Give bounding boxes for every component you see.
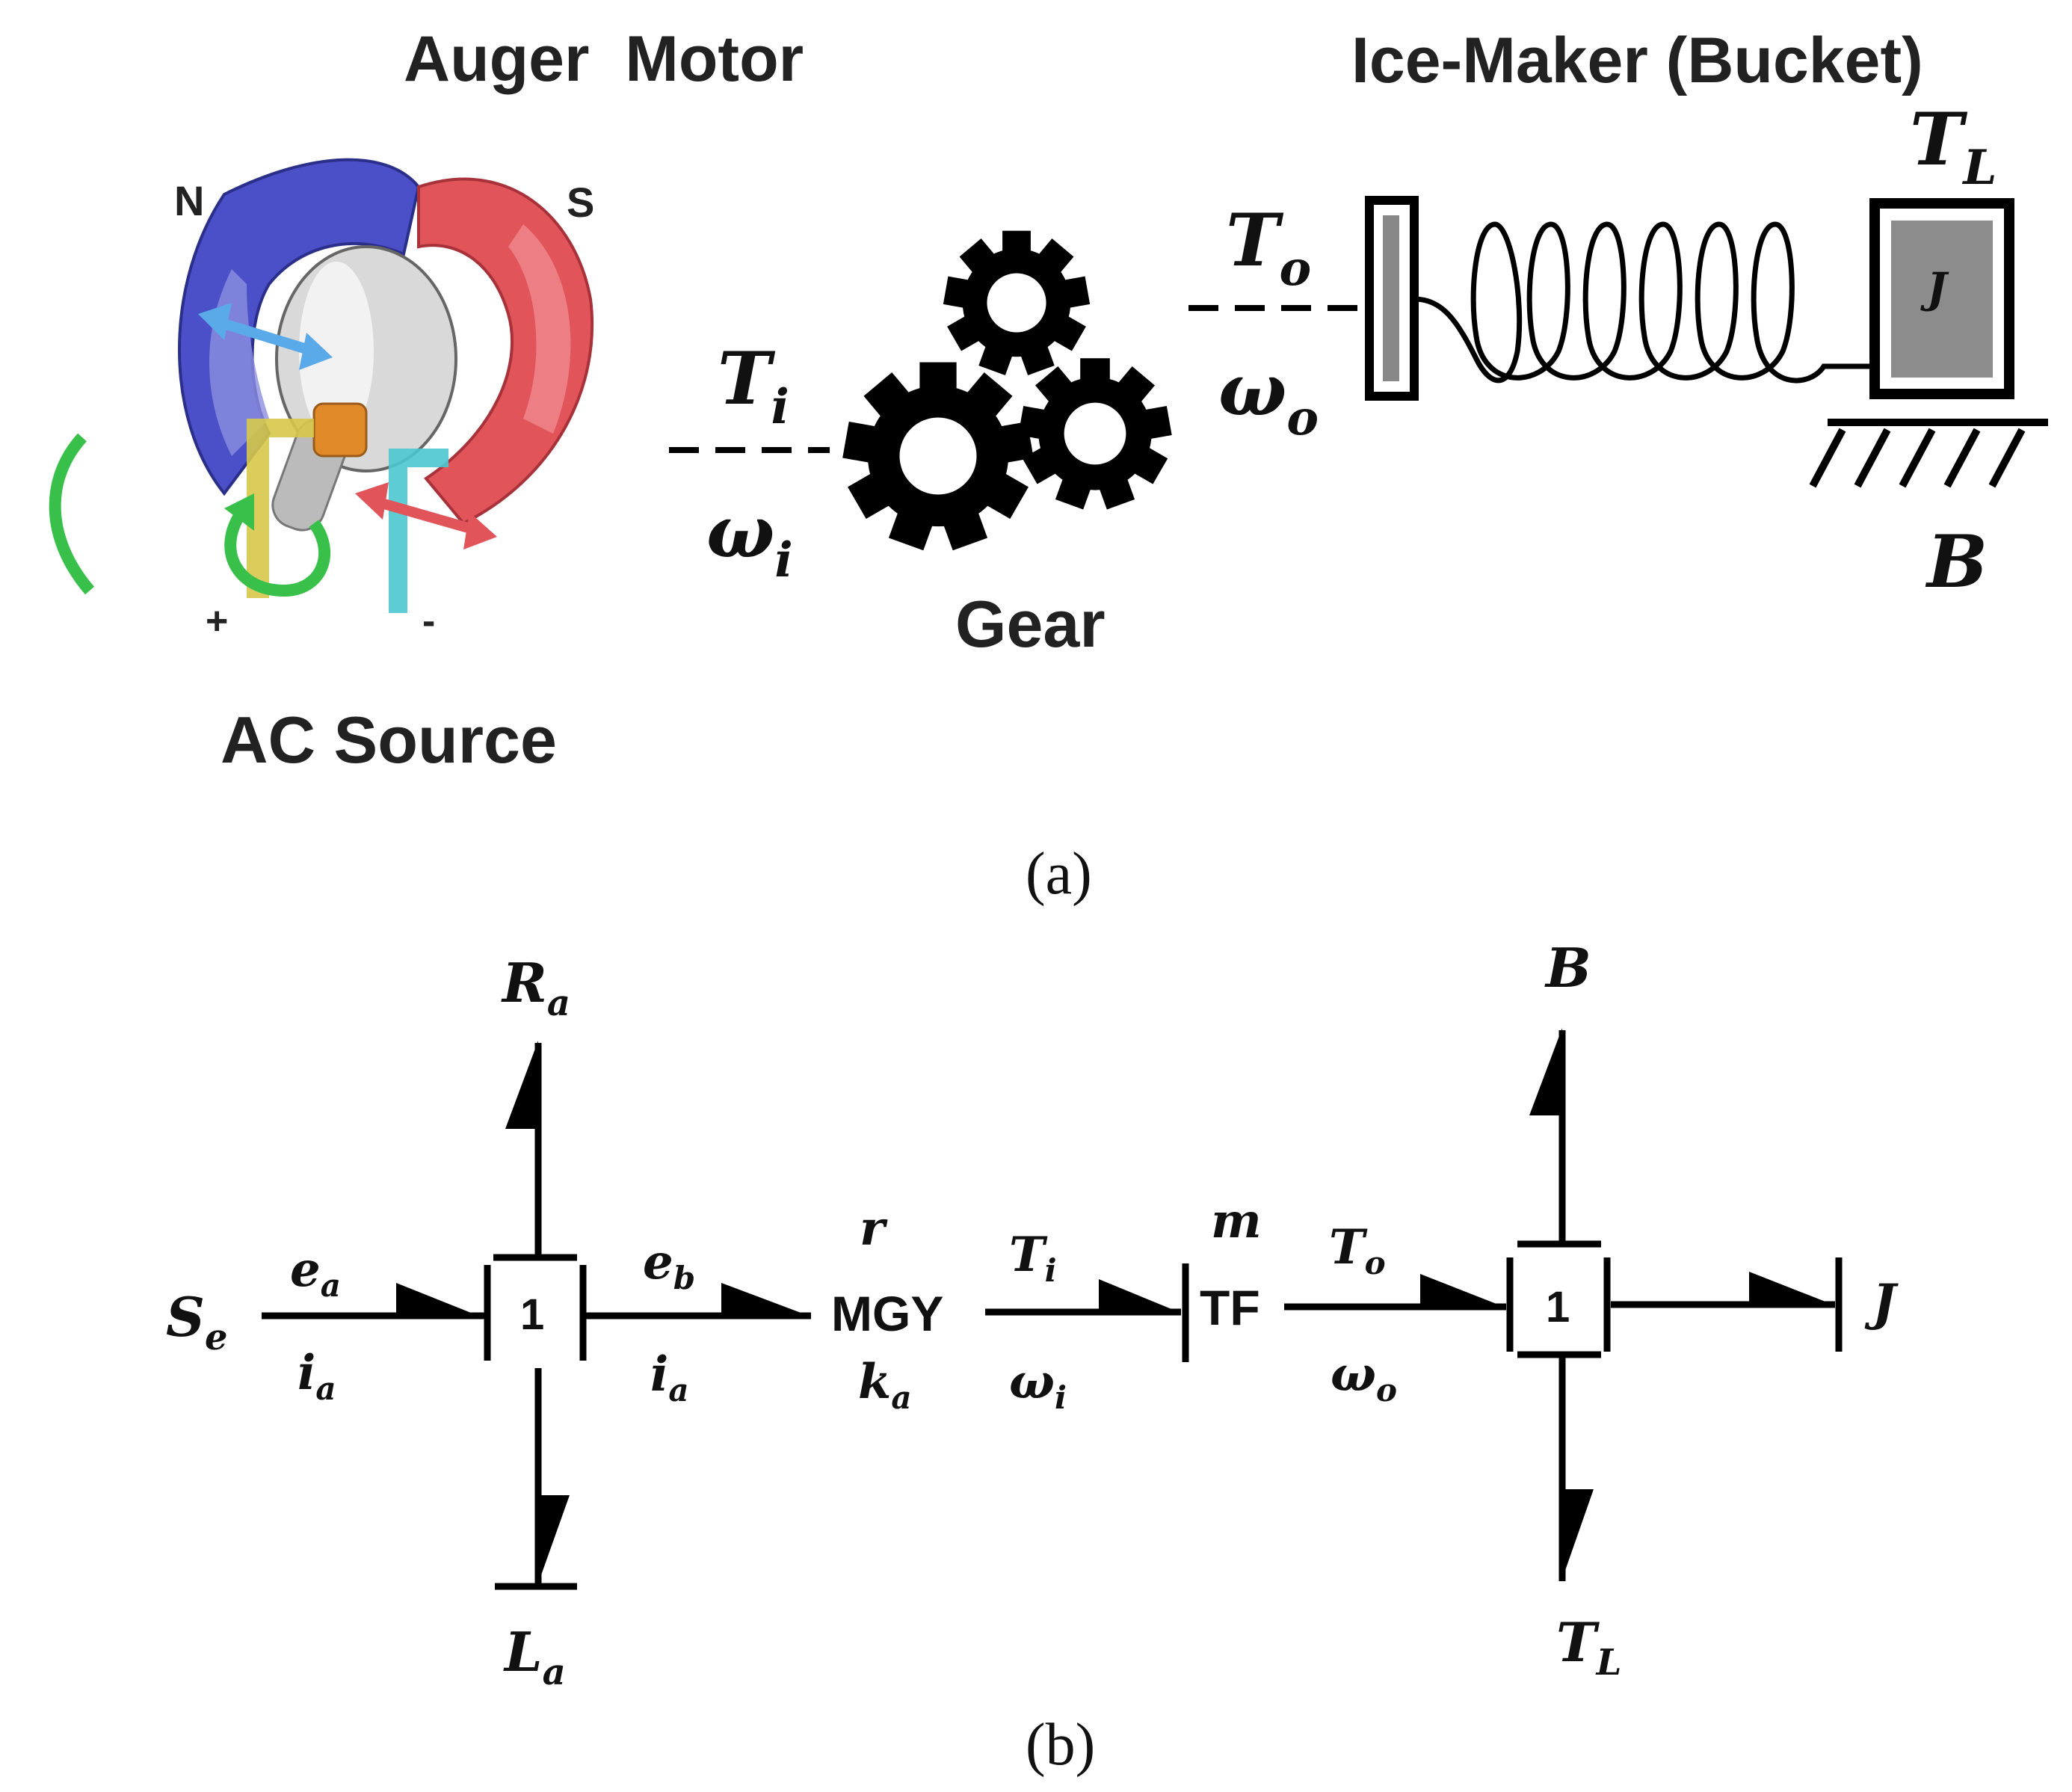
source-label: Se: [166, 1285, 228, 1358]
green-arc-left: [49, 433, 95, 595]
output-speed-label: ωo: [1218, 348, 1319, 446]
b-label: B: [1544, 936, 1591, 1000]
half-arrow: [1529, 1028, 1562, 1115]
caption-b: (b): [1026, 1712, 1095, 1778]
ia-label-1: ia: [297, 1345, 336, 1407]
damping-label: B: [1925, 520, 1988, 604]
half-arrow: [538, 1495, 570, 1583]
plus-terminal-label: +: [206, 600, 228, 643]
j-label: J: [1864, 1273, 1899, 1331]
junction-1-right: 1: [1546, 1283, 1570, 1331]
half-arrow: [505, 1041, 538, 1129]
ground: [1809, 419, 2048, 488]
to-label: To: [1329, 1219, 1386, 1281]
ea-label: ea: [290, 1242, 341, 1304]
red-double-arrow: [355, 482, 497, 549]
half-arrow: [1749, 1272, 1833, 1305]
half-arrow: [721, 1283, 809, 1316]
wo-label: ωo: [1331, 1346, 1397, 1408]
ac-source-label: AC Source: [221, 703, 557, 777]
output-torque-label: To: [1226, 198, 1311, 297]
eb-label: eb: [643, 1234, 695, 1296]
ti-label: Ti: [1009, 1227, 1057, 1289]
half-arrow: [1099, 1279, 1179, 1312]
gear-right: [1018, 358, 1172, 510]
gear-large: [842, 362, 1034, 551]
junction-1-left: 1: [520, 1290, 544, 1339]
pole-n-label: N: [174, 177, 204, 224]
commutator: [312, 402, 368, 458]
panel-a: Auger Motor Ice-Maker (Bucket): [49, 23, 2048, 907]
wi-label: ωi: [1009, 1354, 1067, 1416]
caption-a: (a): [1026, 841, 1092, 907]
tf-element: TF: [1200, 1280, 1260, 1335]
load-torque-label: TL: [1910, 97, 1997, 196]
pole-s-label: S: [567, 179, 594, 226]
auger-motor-title: Auger Motor: [404, 23, 804, 95]
minus-terminal-label: -: [422, 600, 435, 643]
brush-left: [247, 419, 314, 598]
spring: [1413, 221, 1870, 384]
blue-double-arrow: [198, 303, 333, 370]
gear-top: [943, 230, 1091, 375]
mgy-ka-label: ka: [858, 1354, 912, 1416]
half-arrow: [1562, 1489, 1594, 1579]
brush-right: [389, 449, 448, 613]
ia-label-2: ia: [650, 1346, 689, 1408]
mgy-element: MGY: [831, 1286, 943, 1341]
ra-label: Ra: [501, 951, 570, 1024]
green-rotation-arrow: [224, 512, 331, 597]
tf-m-label: m: [1211, 1193, 1262, 1249]
half-arrow: [396, 1283, 478, 1316]
half-arrow: [1420, 1274, 1504, 1307]
input-speed-label: ωi: [706, 490, 793, 588]
tl-label: TL: [1556, 1610, 1621, 1684]
mgy-r-label: r: [860, 1201, 888, 1257]
la-label: La: [503, 1620, 566, 1693]
motor-illustration: N S + -: [49, 158, 594, 643]
ice-maker-title: Ice-Maker (Bucket): [1351, 25, 1923, 96]
input-torque-label: Ti: [718, 336, 789, 435]
panel-b: Se ea ia 1 Ra La eb ia r MGY ka Ti ωi: [166, 936, 1899, 1778]
gear-label: Gear: [955, 587, 1106, 661]
